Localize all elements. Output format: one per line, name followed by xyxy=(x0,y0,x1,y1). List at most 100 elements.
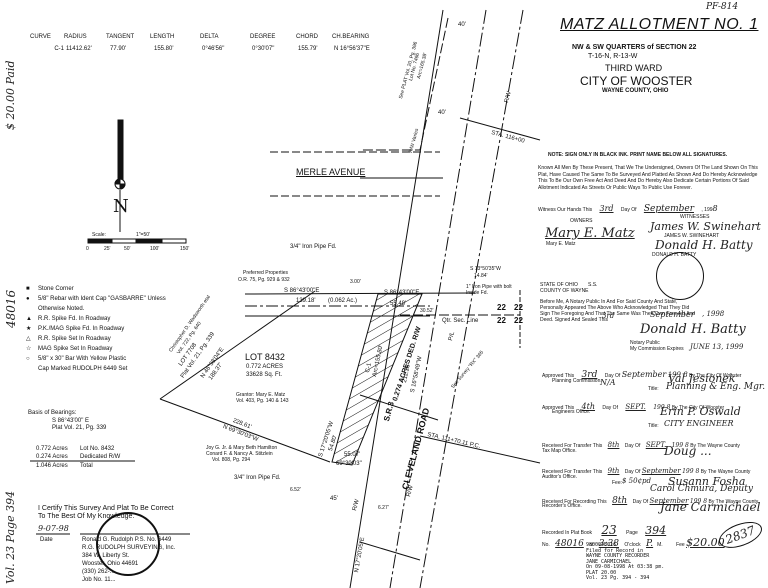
approval-mid: Day Of xyxy=(632,499,649,505)
recorded-number-line: No. 48016 at 3:38 O'clock P.M. Fee $20.0… xyxy=(542,536,725,549)
section-22-ne: 22 xyxy=(514,303,523,312)
distance-6-52: 6.52' xyxy=(290,487,301,493)
approval-day: 8th xyxy=(612,496,628,506)
bearing-13: S 13°50'35"W xyxy=(470,266,501,272)
record-ampm: P. xyxy=(646,539,654,549)
scale-tick-25: 25' xyxy=(104,246,111,252)
legend-item: ☆ MAG Spike Set In Roadway xyxy=(26,344,178,354)
legend: ■Stone Corner ● 5/8" Rebar with Ident Cap… xyxy=(26,284,178,374)
notary-month: September xyxy=(650,310,695,319)
cell-length: 155.80' xyxy=(154,46,174,52)
legend-item: △R.R. Spike Set In Roadway xyxy=(26,334,178,344)
legend-item: ● 5/8" Rebar with Ident Cap "GASBARRE" Un… xyxy=(26,294,178,314)
approval-day: 8th xyxy=(607,441,620,449)
legend-label: P.K./MAG Spike Fd. In Roadway xyxy=(38,326,125,332)
scale-label: Scale: xyxy=(92,232,106,238)
document-number-note: 48016 xyxy=(4,289,18,328)
stamp-line: PLAT 20.00 xyxy=(586,569,617,576)
distance-30-52: 30.52' xyxy=(420,308,434,314)
owner-signature: Mary E. Matz xyxy=(545,226,635,241)
notary-text: Before Me, A Notary Public In And For Sa… xyxy=(540,299,696,323)
basis-of-bearings-label: Basis of Bearings: xyxy=(28,410,77,416)
distance-14-84: 14.84' xyxy=(474,273,488,279)
owner-printed-name: Mary E. Matz xyxy=(546,241,576,247)
owners-label: OWNERS xyxy=(570,218,593,224)
legend-label: R.R. Spike Set In Roadway xyxy=(38,336,111,342)
bar-with-cap-icon: ○ xyxy=(26,356,30,362)
legend-label: 5/8" Rebar with Ident Cap "GASBARRE" Unl… xyxy=(38,296,166,312)
approval-year: 199 8 xyxy=(667,371,688,379)
recorded-plat-book-line: Recorded In Plat Book 23 Page 394 xyxy=(542,523,672,537)
notary-county: COUNTY OF WAYNE xyxy=(540,288,589,294)
witnesses-label: WITNESSES xyxy=(680,214,710,220)
rebar-icon: ● xyxy=(26,296,30,302)
col-length: LENGTH xyxy=(150,34,175,40)
recorder-signature: Jane Carmichael xyxy=(660,500,761,514)
approval-mid: Day Of xyxy=(602,405,618,411)
distance-3-00: 3.00' xyxy=(350,279,361,285)
section-22-sw: 22 xyxy=(497,316,506,325)
acreage-lot-acres: 0.772 Acres xyxy=(36,446,68,452)
legend-label: MAG Spike Set In Roadway xyxy=(38,346,113,352)
witness-month: September xyxy=(643,204,694,214)
dimension-40-mid: 40' xyxy=(438,110,446,116)
approval-engineers-line: Approved This 4th Day Of SEPT. 199 8 By … xyxy=(542,402,724,411)
approval-suffix: By The Wayne County xyxy=(700,469,751,475)
notary-signature: Donald H. Batty xyxy=(640,322,746,337)
stamp-line: On 09-08-1998 At 03:38 pm. xyxy=(586,564,665,570)
no-label: No. xyxy=(542,542,550,548)
approval-mid: Day Of xyxy=(604,373,621,379)
approval-planning-office: Planning Commission. xyxy=(552,378,602,384)
recorder-stamp: 980004B016 Filed for Record in WAYNE COU… xyxy=(586,542,665,582)
surveyor-seal xyxy=(96,512,160,576)
cell-chord: 155.79' xyxy=(298,46,318,52)
transfer-auditor-signature: Susann Fosha xyxy=(668,475,746,488)
notary-year: , 1998 xyxy=(702,310,725,318)
cell-delta: 0°46'56" xyxy=(202,46,225,52)
approval-mid: Day Of xyxy=(624,443,641,449)
cell-radius: 11412.62' xyxy=(66,46,92,52)
transfer-auditor-fee-label: Fee: xyxy=(612,480,623,486)
notary-seal xyxy=(656,252,704,300)
dedication-text: Known All Men By These Present, That We … xyxy=(538,165,758,191)
sheet-reference: PF-814 xyxy=(706,2,739,12)
notary-public-label: Notary Public xyxy=(630,340,660,346)
qtr-sec-line: Qtr. Sec. Line xyxy=(442,318,479,324)
ward-label: THIRD WARD xyxy=(605,63,663,73)
quarters-label: NW & SW QUARTERS of SECTION 22 xyxy=(572,44,697,51)
col-degree: DEGREE xyxy=(250,34,276,40)
notary-ss: S.S. xyxy=(588,282,598,288)
approval-planning-note: N/A xyxy=(600,378,616,387)
cert-line-2: To The Best Of My Knowledge. xyxy=(38,513,135,520)
approval-engineers-title: CITY ENGINEER xyxy=(664,419,734,428)
approval-day: 9th xyxy=(607,467,620,475)
ink-note: NOTE: SIGN ONLY IN BLACK INK. PRINT NAME… xyxy=(548,152,728,158)
record-time: 3:38 xyxy=(598,539,619,549)
transfer-auditor-line: Received For Transfer This 9th Day Of Se… xyxy=(542,467,750,475)
m-label: M. xyxy=(657,542,663,548)
approval-prefix: Received For Recording This xyxy=(542,499,607,505)
grantor: Grantor: Mary E. Matz xyxy=(236,392,286,398)
record-number: 48016 xyxy=(555,539,584,549)
approval-month: September xyxy=(641,467,681,475)
mag-spike-set-icon: ☆ xyxy=(26,346,32,352)
notary-expires-label: My Commission Expires xyxy=(630,346,684,352)
approval-month: SEPT. xyxy=(645,441,667,449)
legend-item: ■Stone Corner xyxy=(26,284,178,294)
stamp-line: JANE CARMICHAEL xyxy=(586,558,632,565)
witness-mid: Day Of xyxy=(620,207,637,213)
cert-date-label: Date xyxy=(40,537,53,543)
page-number: 394 xyxy=(645,524,667,537)
north-arrow-shaft xyxy=(117,119,124,181)
curve-table-header: CURVE RADIUS TANGENT LENGTH DELTA DEGREE… xyxy=(30,34,370,40)
legend-label: R.R. Spike Fd. In Roadway xyxy=(38,316,111,322)
approval-engineers-office: Engineers Office. xyxy=(552,409,591,415)
col-radius: RADIUS xyxy=(64,34,87,40)
recorder-deputy-signature: Carol Chmura, Deputy xyxy=(650,484,753,494)
iron-pipe-bolt: 1" Iron Pipe with bolt Inside Fd. xyxy=(466,284,512,296)
scale-tick-0: 0 xyxy=(86,246,89,252)
basis-ref: Plat Vol. 21, Pg. 339 xyxy=(52,425,107,431)
stamp-line: 980004B016 xyxy=(586,542,617,548)
approval-year: 199 8 xyxy=(682,468,700,475)
curve-table: CURVE RADIUS TANGENT LENGTH DELTA DEGREE… xyxy=(30,34,370,52)
